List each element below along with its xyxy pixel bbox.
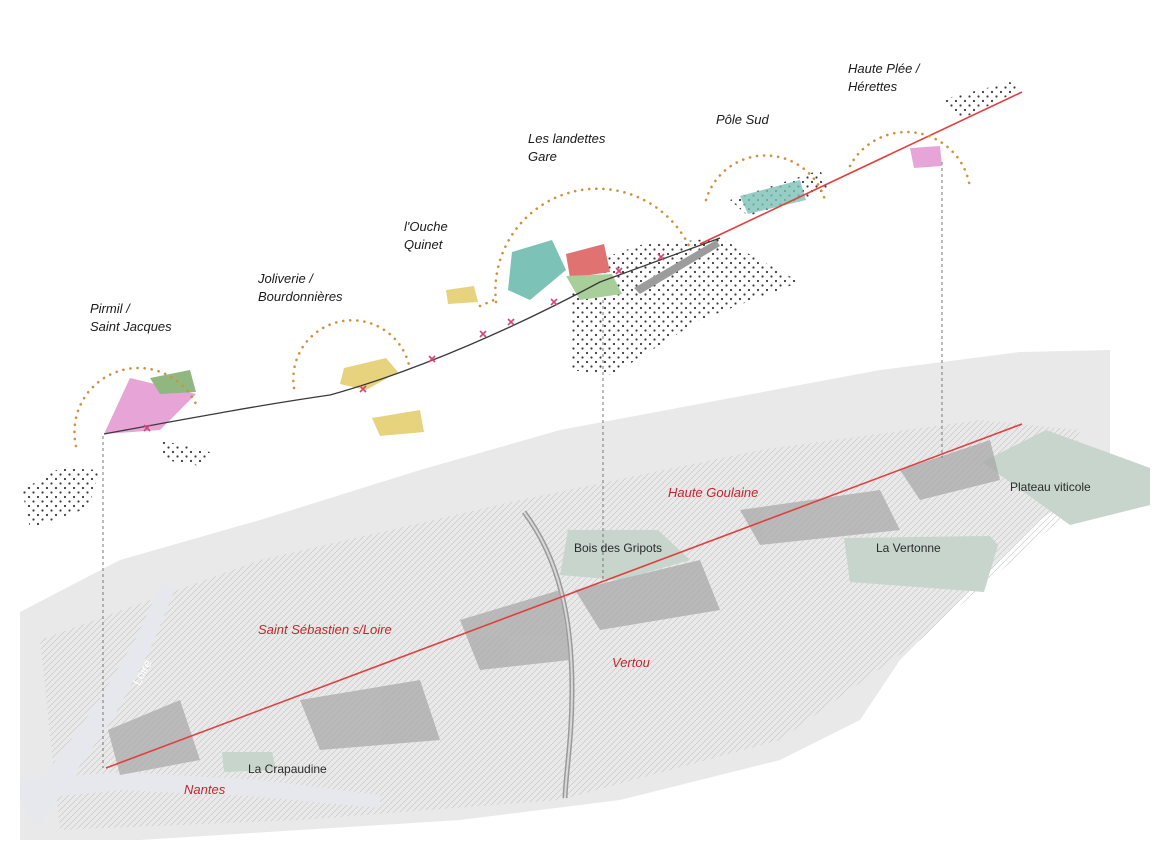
town-label-haute-goulaine: Haute Goulaine bbox=[668, 485, 759, 500]
town-label-vertou: Vertou bbox=[612, 655, 650, 670]
upper-line-dark bbox=[103, 237, 721, 435]
green-la-crapaudine bbox=[222, 752, 276, 772]
tram-stop-markers bbox=[143, 253, 665, 432]
arc-joliverie bbox=[292, 319, 412, 390]
green-la-vertonne bbox=[844, 536, 998, 592]
rail-grey bbox=[634, 240, 720, 294]
ring-road-inner bbox=[523, 511, 574, 799]
pirmil-green bbox=[150, 370, 196, 394]
joliverie-district bbox=[340, 358, 398, 390]
pole-sud-block bbox=[740, 180, 806, 214]
area-label-haute-plee: Haute Plée /Hérettes bbox=[848, 61, 920, 94]
arc-haute-plee bbox=[848, 130, 972, 190]
area-label-pole-sud: Pôle Sud bbox=[716, 112, 769, 127]
zone-label-plateau-viticole: Plateau viticole bbox=[1010, 480, 1091, 494]
landettes-red bbox=[566, 244, 610, 278]
zone-label-la-vertonne: La Vertonne bbox=[876, 541, 941, 555]
arc-pirmil bbox=[73, 366, 198, 448]
zone-label-la-crapaudine: La Crapaudine bbox=[248, 762, 327, 776]
tram-line-lower bbox=[105, 423, 1023, 769]
ouche-block bbox=[446, 286, 478, 304]
area-label-pirmil: Pirmil /Saint Jacques bbox=[90, 301, 172, 334]
loire-river bbox=[22, 582, 175, 828]
town-label-saint-sebastien: Saint Sébastien s/Loire bbox=[258, 622, 392, 637]
town-label-nantes: Nantes bbox=[184, 782, 226, 797]
green-plateau-viticole bbox=[982, 430, 1150, 525]
arc-landettes bbox=[494, 187, 692, 304]
dotted-field-pirmil-small bbox=[160, 440, 210, 466]
dotted-field-pirmil bbox=[22, 468, 100, 528]
dense-built-blocks bbox=[108, 440, 1000, 775]
haute-plee-block bbox=[910, 146, 942, 168]
projection-lines bbox=[102, 162, 943, 768]
zone-label-bois-des-gripots: Bois des Gripots bbox=[574, 541, 663, 555]
landettes-green bbox=[566, 274, 622, 300]
landettes-teal bbox=[508, 240, 566, 300]
base-map bbox=[20, 350, 1150, 840]
upper-tram-red bbox=[699, 91, 1023, 245]
area-label-joliverie: Joliverie /Bourdonnières bbox=[258, 271, 343, 304]
dotted-field-haute-plee bbox=[940, 82, 1020, 120]
loire-river-lower bbox=[20, 772, 380, 808]
joliverie-district-2 bbox=[372, 410, 424, 436]
green-bois-des-gripots bbox=[560, 530, 690, 580]
arc-ouche bbox=[478, 298, 496, 308]
upper-plan bbox=[22, 82, 1023, 528]
